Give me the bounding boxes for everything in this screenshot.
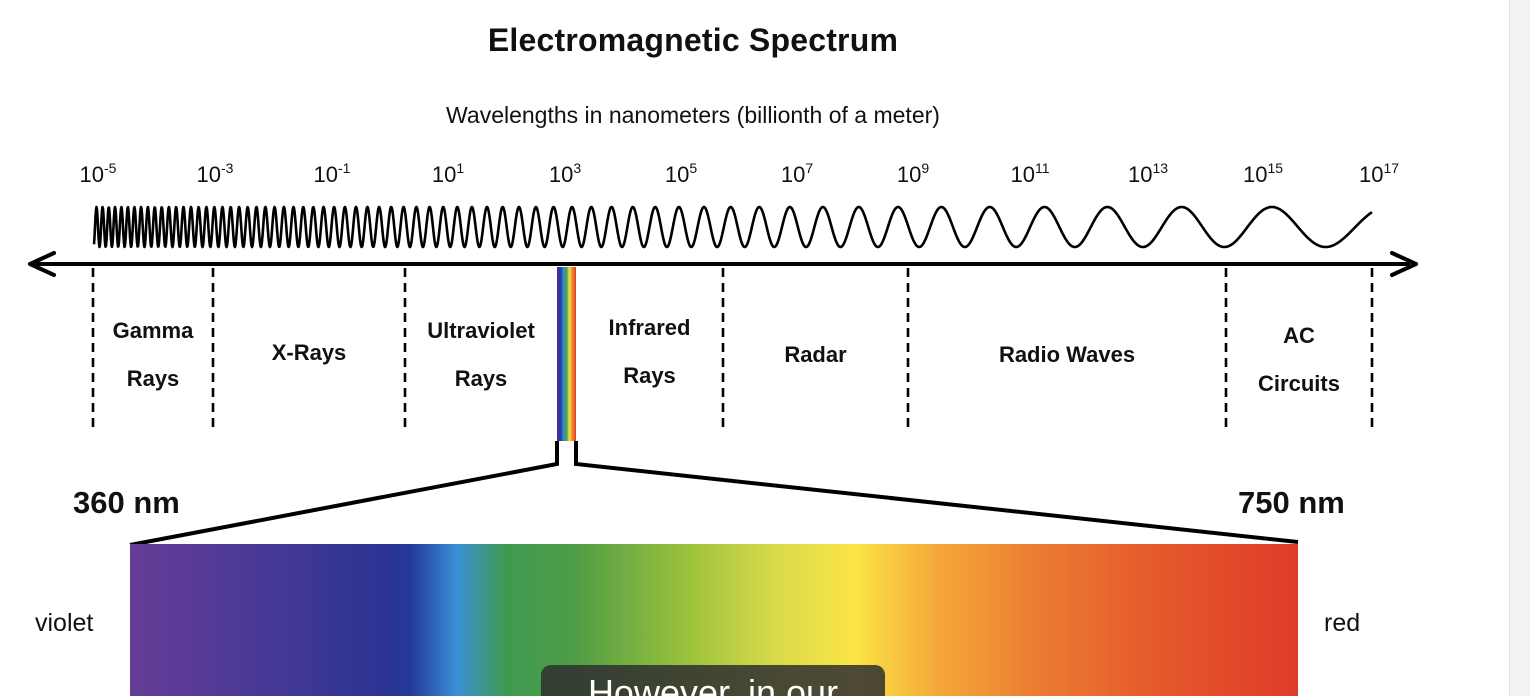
tick-label: 1017 bbox=[1358, 160, 1400, 187]
tick-label: 10-5 bbox=[79, 160, 117, 187]
band-label-x-rays: X-Rays bbox=[271, 340, 347, 365]
band-label-radar: Radar bbox=[784, 342, 847, 367]
tick-label: 1015 bbox=[1242, 160, 1284, 187]
tick-label: 10-1 bbox=[313, 160, 351, 187]
band-label-radio-waves: Radio Waves bbox=[998, 342, 1136, 367]
visible-end-label: 750 nm bbox=[1238, 485, 1345, 520]
tick-label: 107 bbox=[780, 160, 814, 187]
tick-label: 101 bbox=[431, 160, 465, 187]
tick-label: 109 bbox=[896, 160, 930, 187]
zoom-connector bbox=[129, 441, 1299, 547]
visible-light-strip bbox=[557, 267, 576, 441]
wavelength-axis bbox=[28, 251, 1418, 277]
scrollbar-track[interactable] bbox=[1509, 0, 1530, 696]
band-dividers bbox=[91, 268, 1374, 432]
wave-line bbox=[92, 205, 1373, 249]
red-label: red bbox=[1324, 609, 1361, 637]
page-title: Electromagnetic Spectrum bbox=[487, 22, 899, 58]
tick-label: 10-3 bbox=[196, 160, 234, 187]
video-caption: However, in our bbox=[541, 665, 885, 696]
tick-label: 105 bbox=[664, 160, 698, 187]
visible-start-label: 360 nm bbox=[73, 485, 180, 520]
tick-label: 103 bbox=[548, 160, 582, 187]
tick-label: 1013 bbox=[1127, 160, 1169, 187]
axis-subtitle: Wavelengths in nanometers (billionth of … bbox=[446, 102, 940, 128]
violet-label: violet bbox=[35, 609, 94, 637]
tick-label: 1011 bbox=[1010, 160, 1050, 187]
